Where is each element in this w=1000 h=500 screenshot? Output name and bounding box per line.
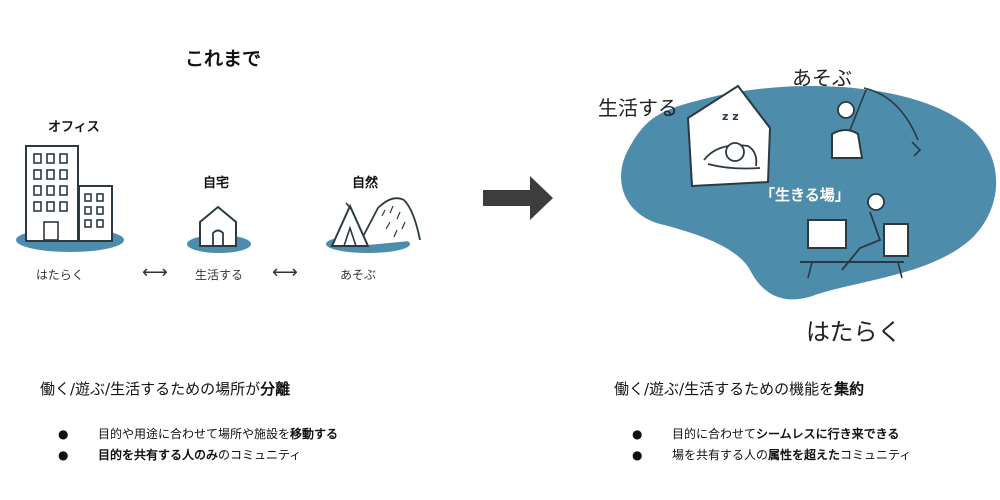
work-label-left: はたらく — [36, 268, 84, 282]
before-title: これまで — [185, 48, 262, 70]
before-bullet-1-bold: 移動する — [290, 427, 339, 441]
live-label-right: 生活する — [598, 96, 678, 120]
live-label-left: 生活する — [195, 268, 244, 282]
before-bullet-2-text: のコミュニティ — [218, 448, 302, 462]
sleeping-house-illustration — [686, 84, 772, 188]
nature-label: 自然 — [352, 176, 379, 191]
before-heading-bold: 分離 — [260, 380, 291, 398]
play-label-left: あそぶ — [340, 268, 377, 282]
after-bullet-2-bold: 属性を超えた — [768, 448, 841, 462]
before-bullet-1-text: 目的や用途に合わせて場所や施設を — [98, 427, 291, 441]
after-bullet-2: ● 場を共有する人の属性を超えたコミュニティ — [632, 445, 911, 466]
after-bullet-1-bold: シームレスに行き来できる — [756, 427, 900, 441]
before-bullet-2: ● 目的を共有する人のみのコミュニティ — [58, 445, 338, 466]
before-bullet-2-bold: 目的を共有する人のみ — [98, 448, 219, 462]
double-arrow-right: ⟷ — [272, 262, 298, 283]
work-label-right: はたらく — [806, 318, 902, 346]
bullet-dot: ● — [632, 448, 643, 462]
after-bullet-1-text: 目的に合わせて — [672, 427, 757, 441]
after-bullet-list: ● 目的に合わせてシームレスに行き来できる ● 場を共有する人の属性を超えたコミュニ… — [632, 424, 911, 466]
bullet-dot: ● — [632, 427, 643, 441]
transition-arrow — [483, 176, 553, 220]
double-arrow-left: ⟷ — [142, 262, 168, 283]
office-label: オフィス — [48, 120, 100, 135]
working-person-illustration — [800, 193, 909, 279]
home-illustration — [187, 205, 251, 253]
bullet-dot: ● — [58, 427, 69, 441]
home-label: 自宅 — [203, 176, 230, 191]
nature-illustration — [326, 197, 421, 253]
before-heading: 働く/遊ぶ/生活するための場所が分離 — [40, 378, 290, 399]
fishing-person-illustration — [831, 87, 922, 159]
play-label-right: あそぶ — [792, 66, 852, 90]
after-bullet-2-text: 場を共有する人の — [672, 448, 769, 462]
before-heading-text: 働く/遊ぶ/生活するための場所が — [40, 380, 261, 398]
after-bullet-1: ● 目的に合わせてシームレスに行き来できる — [632, 424, 911, 445]
after-heading-text: 働く/遊ぶ/生活するための機能を — [614, 380, 835, 398]
bullet-dot: ● — [58, 448, 69, 462]
before-bullet-1: ● 目的や用途に合わせて場所や施設を移動する — [58, 424, 338, 445]
living-place-label: 「生きる場」 — [760, 186, 850, 204]
after-bullet-2-tail: コミュニティ — [840, 448, 912, 462]
after-heading-bold: 集約 — [834, 380, 865, 398]
sleep-zz: z z — [722, 110, 739, 123]
after-heading: 働く/遊ぶ/生活するための機能を集約 — [614, 378, 864, 399]
office-illustration — [16, 145, 124, 252]
before-bullet-list: ● 目的や用途に合わせて場所や施設を移動する ● 目的を共有する人のみのコミュニティ — [58, 424, 338, 466]
